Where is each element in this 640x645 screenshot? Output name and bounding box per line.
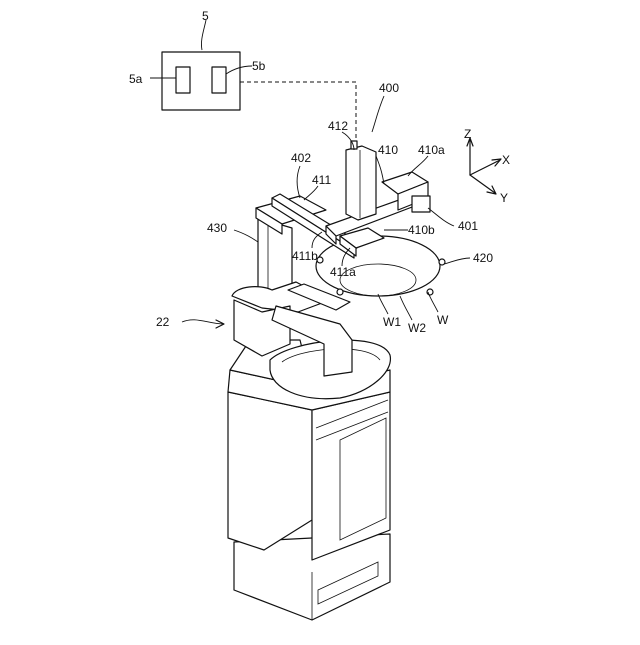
axis-label-y: Y [500,191,508,205]
leader-410a [408,156,428,176]
label-401: 401 [458,219,478,233]
label-411a: 411a [330,265,356,279]
leader-410 [376,156,384,184]
leader-W2 [400,296,412,320]
label-420: 420 [473,251,493,265]
leader-420 [444,258,470,264]
label-22: 22 [156,315,170,329]
leader-5 [201,20,206,50]
leader-411 [304,186,318,200]
label-400: 400 [379,81,399,95]
controller-part-5b [212,67,226,93]
label-W: W [437,313,449,327]
axis-indicator [467,138,501,194]
leader-402 [297,166,300,198]
label-411b: 411b [292,249,318,263]
label-5b: 5b [252,59,266,73]
controller-box [162,52,240,110]
label-W2: W2 [408,321,426,335]
label-5: 5 [202,9,209,23]
leader-W [428,292,438,312]
label-410: 410 [378,143,398,157]
label-412: 412 [328,119,348,133]
leader-W1 [378,294,388,314]
controller-part-5a [176,67,190,93]
leader-400 [372,96,384,132]
label-5a: 5a [129,72,143,86]
label-402: 402 [291,151,311,165]
label-W1: W1 [383,315,401,329]
axis-label-x: X [502,153,510,167]
axis-label-z: Z [464,127,471,141]
leader-430 [234,230,258,242]
label-430: 430 [207,221,227,235]
label-411: 411 [312,173,331,187]
label-410b: 410b [408,223,435,237]
label-410a: 410a [418,143,445,157]
